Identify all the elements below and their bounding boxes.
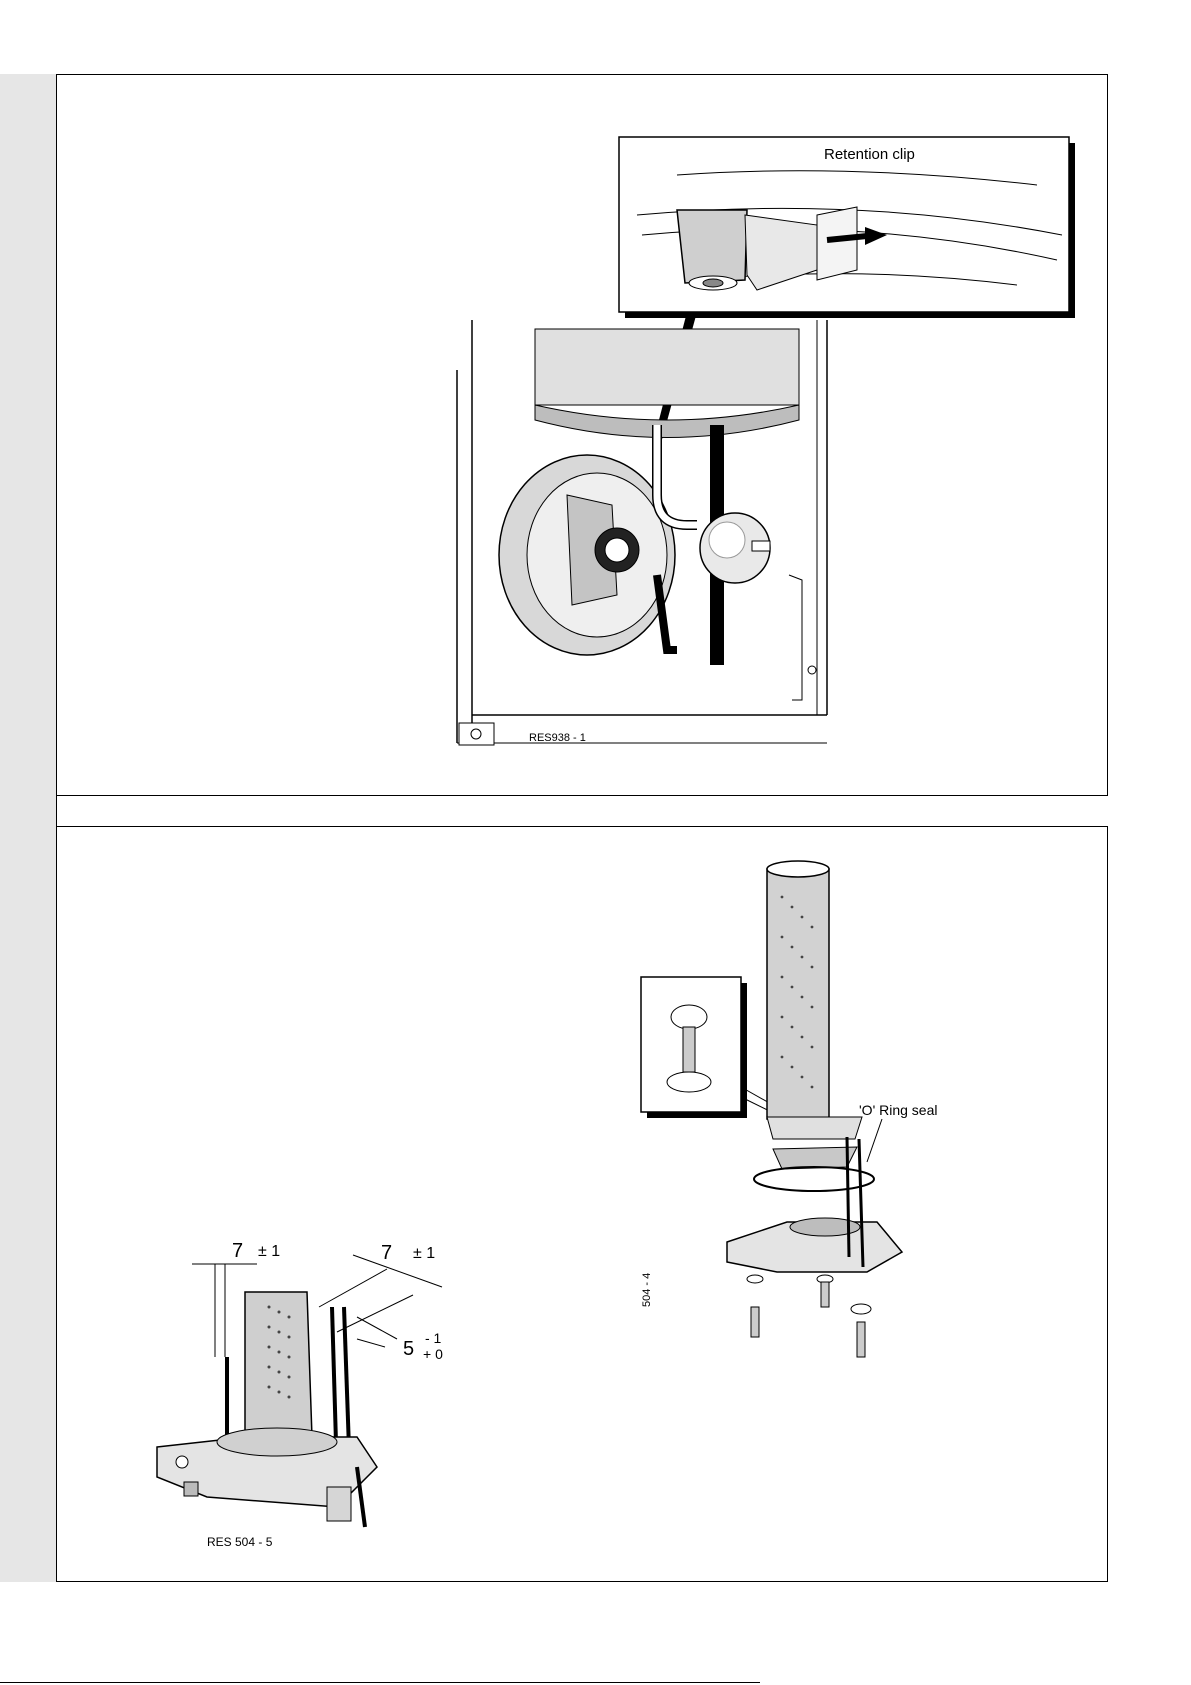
footer-rule (0, 1682, 760, 1683)
fan-assembly-illustration: Retention clip RES938 - 1 (57, 75, 1107, 795)
figure-ref-code: RES938 - 1 (529, 732, 586, 744)
dim3-tol-plus: + 0 (423, 1346, 443, 1362)
burner-tube (245, 1292, 312, 1437)
burner-dimension-illustration: 7 ± 1 7 ± 1 5 - 1 + 0 RES (57, 827, 577, 1581)
dim3-value: 5 (403, 1338, 414, 1360)
dim3-tol-minus: - 1 (425, 1330, 442, 1346)
figure-ref-code-left: RES 504 - 5 (207, 1535, 273, 1549)
figure-ref-code-right: 504 - 4 (641, 1273, 653, 1307)
clip-plug (677, 210, 747, 283)
dim2-tolerance: ± 1 (413, 1245, 435, 1262)
o-ring (754, 1167, 874, 1191)
figure-panel-top: Retention clip RES938 - 1 (56, 74, 1108, 796)
dim1-value: 7 (232, 1240, 243, 1262)
retention-clip-label: Retention clip (824, 146, 915, 163)
burner-exploded-illustration: 'O' Ring seal 504 - 4 (577, 827, 1107, 1581)
figure-panel-bottom: 7 ± 1 7 ± 1 5 - 1 + 0 RES (56, 826, 1108, 1582)
burner-tube-exploded (767, 869, 829, 1119)
o-ring-seal-label: 'O' Ring seal (859, 1102, 938, 1118)
dim1-tolerance: ± 1 (258, 1243, 280, 1260)
dim2-value: 7 (381, 1242, 392, 1264)
page-margin-tab (0, 74, 57, 1582)
